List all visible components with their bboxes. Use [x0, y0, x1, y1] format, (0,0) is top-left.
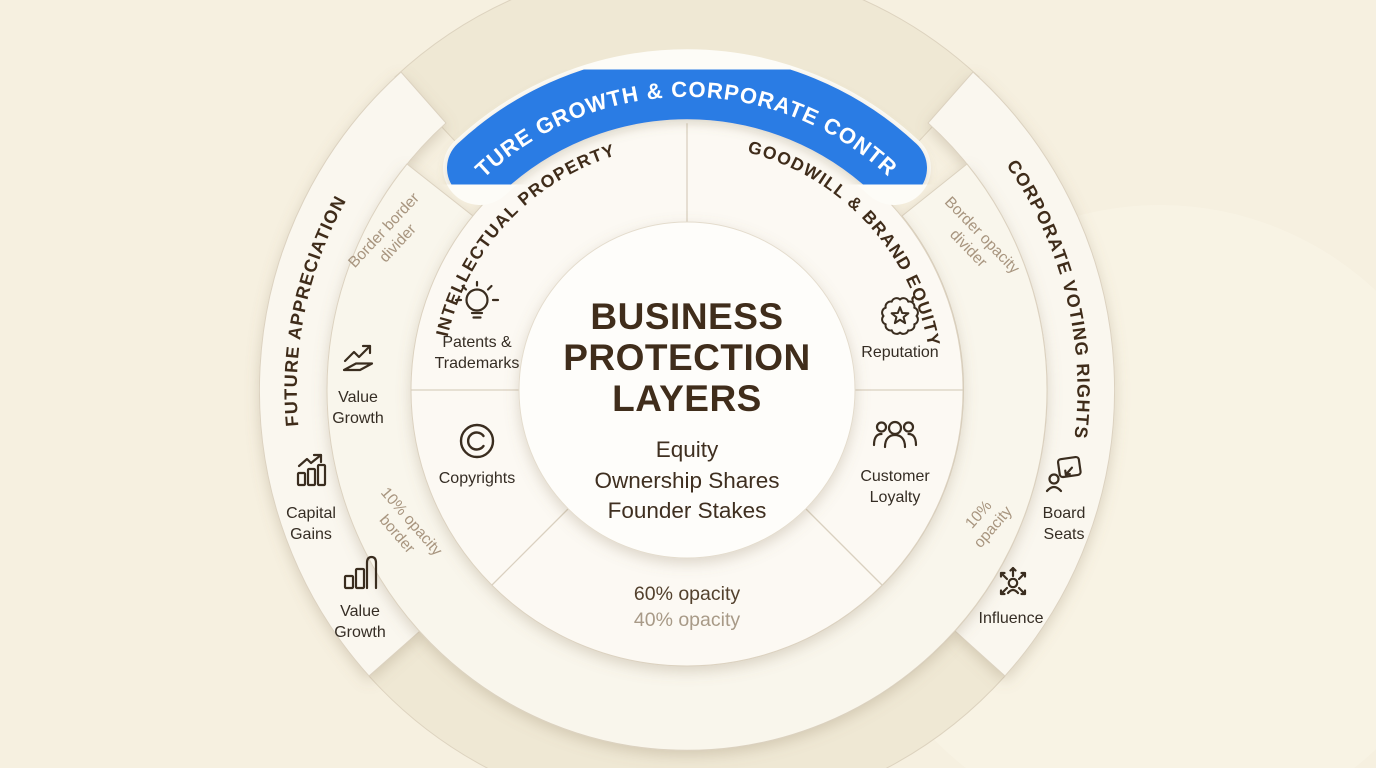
customer-loyalty-item: Customer Loyalty [860, 420, 930, 506]
value-growth-upper-label: Growth [332, 410, 384, 427]
trend-up-chart-icon [342, 344, 374, 372]
copyrights-item: Copyrights [439, 423, 515, 487]
center-title-line: LAYERS [612, 378, 762, 419]
sector-divider-bottom-left [491, 508, 569, 586]
value-growth-lower-label: Value [340, 603, 380, 620]
bar-chart-growth-icon [343, 555, 378, 590]
lightbulb-icon [454, 280, 500, 319]
center-title-line: PROTECTION [563, 337, 811, 378]
reputation-label: Reputation [861, 344, 938, 361]
opacity-60-label: 60% opacity [634, 583, 740, 605]
center-title-line: BUSINESS [590, 296, 783, 337]
reputation-item: Reputation [861, 297, 939, 361]
board-seats-item: Board Seats [1043, 455, 1086, 543]
patents-trademarks-label: Patents & [442, 334, 512, 351]
center-circle [518, 221, 856, 559]
capital-gains-label: Capital [286, 505, 336, 522]
value-growth-lower-item: Value Growth [334, 555, 386, 641]
value-growth-upper-item: Value Growth [332, 344, 384, 427]
patents-trademarks-label: Trademarks [435, 355, 520, 372]
capital-gains-item: Capital Gains [286, 453, 336, 543]
value-growth-lower-label: Growth [334, 624, 386, 641]
center-subtitle-line: Founder Stakes [608, 498, 767, 523]
value-growth-upper-label: Value [338, 389, 378, 406]
customer-loyalty-label: Customer [860, 468, 930, 485]
center-subtitle-line: Equity [656, 437, 719, 462]
sector-divider-bottom-right [805, 508, 883, 586]
center-content: BUSINESS PROTECTION LAYERS Equity Owners… [563, 296, 811, 523]
board-seats-label: Seats [1044, 526, 1085, 543]
patents-trademarks-item: Patents & Trademarks [435, 280, 520, 372]
board-presentation-icon [1045, 455, 1082, 493]
copyright-icon [459, 423, 495, 459]
copyrights-label: Copyrights [439, 470, 515, 487]
person-influence-icon [999, 566, 1027, 596]
banner-ribbon [447, 53, 927, 201]
capital-gains-label: Gains [290, 526, 332, 543]
center-subtitle-line: Ownership Shares [594, 468, 779, 493]
board-seats-label: Board [1043, 505, 1086, 522]
people-group-icon [872, 420, 918, 449]
customer-loyalty-label: Loyalty [870, 489, 921, 506]
influence-label: Influence [979, 610, 1044, 627]
bar-chart-trend-icon [296, 453, 327, 487]
opacity-40-label: 40% opacity [634, 609, 740, 631]
award-badge-icon [881, 297, 919, 335]
influence-item: Influence [979, 566, 1044, 627]
